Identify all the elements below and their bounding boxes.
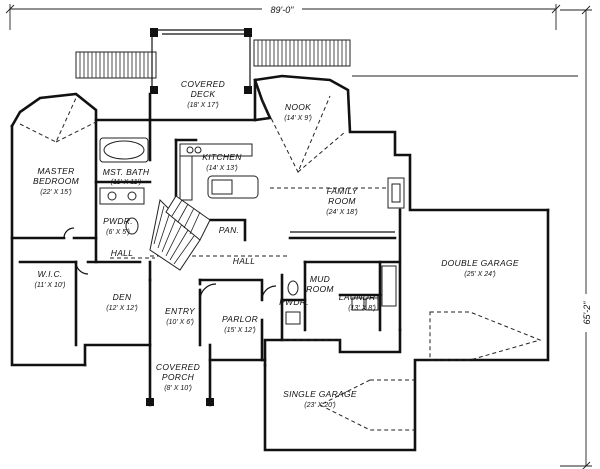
room-name: MUD: [310, 274, 330, 284]
room-name: PWDR.: [279, 297, 309, 307]
room-name: PORCH: [162, 372, 195, 382]
room-name: PAN.: [219, 225, 239, 235]
room-name: ROOM: [328, 196, 356, 206]
width-dimension: 89'-0": [271, 5, 295, 15]
covered-deck-outline: [150, 28, 252, 94]
room-covered-deck: COVERED DECK (18' X 17'): [181, 79, 225, 109]
room-hall-1: HALL: [111, 248, 133, 258]
room-pan: PAN.: [219, 225, 239, 235]
room-name: MASTER: [37, 166, 74, 176]
room-name: HALL: [111, 248, 133, 258]
room-name: SINGLE GARAGE: [283, 389, 357, 399]
room-parlor: PARLOR (15' X 12'): [222, 314, 258, 334]
room-pwdr-2: PWDR.: [279, 297, 309, 307]
room-pwdr-1: PWDR. (6' X 5'): [103, 216, 133, 236]
room-size: (12' X 12'): [106, 305, 137, 312]
main-staircase: [149, 195, 211, 271]
room-size: (11' X 11'): [111, 179, 141, 186]
room-name: ENTRY: [165, 306, 196, 316]
room-size: (6' X 5'): [106, 229, 130, 236]
room-laundry: LAUNDRY (13' X 8'): [339, 292, 382, 312]
room-size: (10' X 6'): [166, 319, 194, 326]
room-den: DEN (12' X 12'): [106, 292, 137, 312]
room-wic: W.I.C. (11' X 10'): [35, 269, 66, 289]
room-size: (23' X 20'): [304, 402, 335, 409]
toilet: [125, 217, 139, 235]
exterior-walls: [10, 74, 550, 452]
room-family-room: FAMILY ROOM (24' X 18'): [326, 186, 358, 216]
room-size: (25' X 24'): [464, 271, 495, 278]
room-mud-room: MUD ROOM: [306, 274, 334, 294]
room-covered-porch: COVERED PORCH (8' X 10'): [156, 362, 200, 392]
depth-dimension-line: 65'-2": [560, 5, 592, 469]
room-size: (15' X 12'): [224, 327, 255, 334]
depth-dimension: 65'-2": [582, 301, 592, 325]
deck-stairs-right: [253, 39, 351, 67]
room-name: HALL: [233, 256, 255, 266]
room-name: COVERED: [156, 362, 200, 372]
fixtures: [63, 137, 405, 406]
room-entry: ENTRY (10' X 6'): [165, 306, 196, 326]
room-name: BEDROOM: [33, 176, 80, 186]
room-hall-2: HALL: [233, 256, 255, 266]
room-size: (22' X 15'): [40, 189, 71, 196]
room-name: PWDR.: [103, 216, 133, 226]
room-size: (13' X 8'): [348, 305, 376, 312]
room-size: (18' X 17'): [187, 102, 218, 109]
room-size: (14' X 9'): [284, 115, 312, 122]
room-name: DEN: [113, 292, 132, 302]
room-double-garage: DOUBLE GARAGE (25' X 24'): [441, 258, 519, 278]
room-name: DECK: [191, 89, 216, 99]
room-name: COVERED: [181, 79, 225, 89]
room-name: DOUBLE GARAGE: [441, 258, 519, 268]
deck-stairs-left: [75, 51, 157, 79]
room-name: NOOK: [285, 102, 311, 112]
width-dimension-line: 89'-0": [5, 3, 561, 30]
room-kitchen: KITCHEN (14' X 13'): [202, 152, 242, 172]
room-name: KITCHEN: [202, 152, 242, 162]
room-master-bedroom: MASTER BEDROOM (22' X 15'): [33, 166, 80, 196]
room-nook: NOOK (14' X 9'): [284, 102, 312, 122]
room-size: (11' X 10'): [35, 282, 66, 289]
room-name: FAMILY: [326, 186, 358, 196]
room-name: PARLOR: [222, 314, 258, 324]
room-size: (8' X 10'): [164, 385, 192, 392]
room-size: (24' X 18'): [326, 209, 357, 216]
room-name: W.I.C.: [37, 269, 62, 279]
room-single-garage: SINGLE GARAGE (23' X 20'): [283, 389, 357, 409]
room-name: ROOM: [306, 284, 334, 294]
room-name: MST. BATH: [103, 167, 150, 177]
room-name: LAUNDRY: [339, 292, 382, 302]
room-mst-bath: MST. BATH (11' X 11'): [103, 167, 150, 186]
room-size: (14' X 13'): [206, 165, 237, 172]
